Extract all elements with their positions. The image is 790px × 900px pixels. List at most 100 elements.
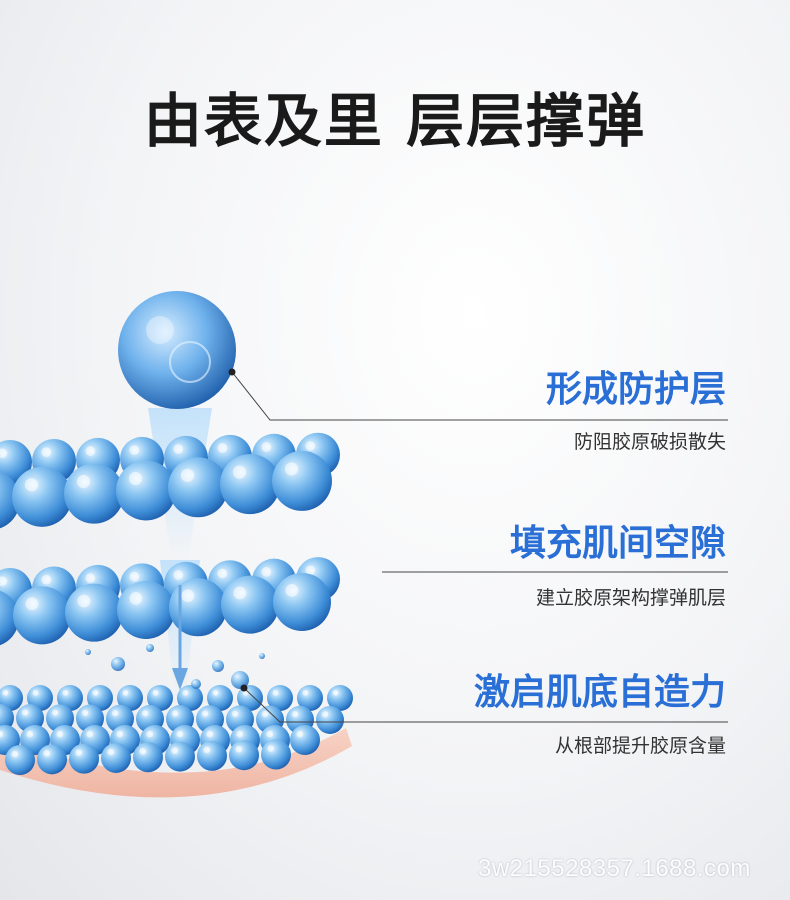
collagen-sphere — [0, 590, 19, 646]
bubble — [85, 649, 91, 655]
feature-1: 形成防护层 — [546, 372, 726, 408]
collagen-sphere — [220, 454, 280, 515]
sphere-highlight — [0, 448, 8, 459]
molecule-highlight — [146, 316, 174, 344]
sphere-highlight — [75, 749, 83, 756]
sphere-highlight — [267, 745, 275, 752]
feature-1-desc-wrap: 防阻胶原破损散失 — [574, 433, 726, 452]
sphere-highlight — [182, 689, 189, 696]
sphere-highlight — [86, 730, 94, 738]
sphere-highlight — [236, 730, 244, 738]
sphere-highlight — [122, 689, 129, 696]
collagen-sphere — [13, 586, 71, 645]
sphere-highlight — [305, 565, 316, 576]
sphere-highlight — [112, 710, 119, 717]
sphere-highlight — [172, 710, 179, 717]
collagen-sphere — [273, 572, 331, 631]
sphere-highlight — [26, 730, 34, 738]
sphere-highlight — [233, 586, 247, 600]
feature-2-heading: 填充肌间空隙 — [509, 523, 726, 564]
sphere-highlight — [322, 711, 329, 718]
sphere-highlight — [217, 568, 228, 579]
sphere-highlight — [41, 574, 52, 585]
sphere-highlight — [305, 441, 316, 451]
sphere-highlight — [129, 571, 140, 582]
collagen-sphere — [168, 457, 228, 518]
sphere-highlight — [52, 709, 59, 716]
sphere-highlight — [0, 730, 4, 738]
collagen-sphere — [5, 745, 35, 775]
sphere-highlight — [129, 591, 143, 605]
sphere-highlight — [173, 570, 184, 580]
collagen-sphere — [65, 583, 123, 642]
sphere-highlight — [142, 710, 149, 717]
collagen-sphere — [0, 704, 14, 732]
skin-layer — [0, 728, 352, 798]
sphere-highlight — [2, 689, 9, 696]
sphere-layer-middle — [0, 557, 340, 646]
collagen-sphere — [169, 578, 227, 637]
sphere-highlight — [85, 573, 96, 583]
feature-1-heading: 形成防护层 — [545, 369, 726, 410]
bubble — [212, 660, 224, 672]
bubble — [259, 653, 265, 659]
sphere-highlight — [0, 576, 8, 587]
sphere-highlight — [235, 745, 243, 753]
feature-1-desc: 防阻胶原破损散失 — [573, 431, 726, 453]
collagen-sphere — [69, 743, 99, 774]
sphere-highlight — [171, 747, 179, 754]
arrow-down-icon — [172, 668, 188, 690]
collagen-sphere — [101, 742, 131, 773]
sphere-highlight — [56, 730, 64, 738]
sphere-highlight — [25, 597, 39, 611]
collagen-sphere — [37, 744, 67, 775]
collagen-sphere — [64, 463, 124, 524]
sphere-highlight — [43, 750, 51, 757]
sphere-highlight — [176, 730, 184, 738]
leader-dot-3 — [240, 684, 248, 692]
collagen-sphere — [316, 705, 344, 734]
collagen-molecule-sphere — [118, 291, 236, 409]
sphere-highlight — [107, 748, 115, 756]
sphere-highlight — [181, 589, 195, 603]
collagen-sphere — [117, 580, 175, 639]
sphere-highlight — [206, 730, 214, 738]
sphere-layer-bottom — [0, 685, 353, 775]
collagen-sphere — [290, 725, 320, 755]
sphere-highlight — [76, 475, 91, 489]
sphere-highlight — [82, 709, 89, 717]
sphere-highlight — [41, 447, 52, 458]
collagen-sphere — [229, 740, 259, 771]
collagen-sphere — [221, 575, 279, 634]
sphere-highlight — [262, 710, 269, 718]
feature-3: 激启肌底自造力 — [474, 675, 726, 711]
sphere-highlight — [22, 709, 29, 716]
sphere-highlight — [152, 689, 159, 696]
sphere-highlight — [62, 689, 69, 696]
sphere-highlight — [217, 443, 228, 453]
sphere-layer-top — [0, 432, 340, 529]
sphere-highlight — [202, 710, 209, 717]
page-title: 由表及里 层层撑弹 — [143, 87, 647, 155]
feature-3-desc: 从根部提升胶原含量 — [554, 735, 726, 757]
sphere-highlight — [128, 471, 143, 486]
floating-bubbles — [85, 644, 265, 689]
sphere-highlight — [32, 689, 39, 696]
sphere-highlight — [11, 750, 19, 758]
bubble — [146, 644, 154, 652]
sphere-highlight — [146, 730, 154, 738]
sphere-highlight — [180, 468, 195, 482]
sphere-highlight — [285, 583, 299, 597]
sphere-highlight — [232, 465, 247, 479]
sphere-highlight — [266, 730, 274, 738]
sphere-highlight — [292, 711, 299, 718]
watermark: 3w215528357.1688.com — [478, 855, 751, 882]
sphere-highlight — [92, 689, 99, 696]
bubble — [191, 679, 201, 689]
sphere-highlight — [232, 710, 239, 717]
collagen-sphere — [133, 742, 163, 773]
sphere-highlight — [24, 478, 39, 492]
leader-dot-1 — [228, 368, 236, 376]
